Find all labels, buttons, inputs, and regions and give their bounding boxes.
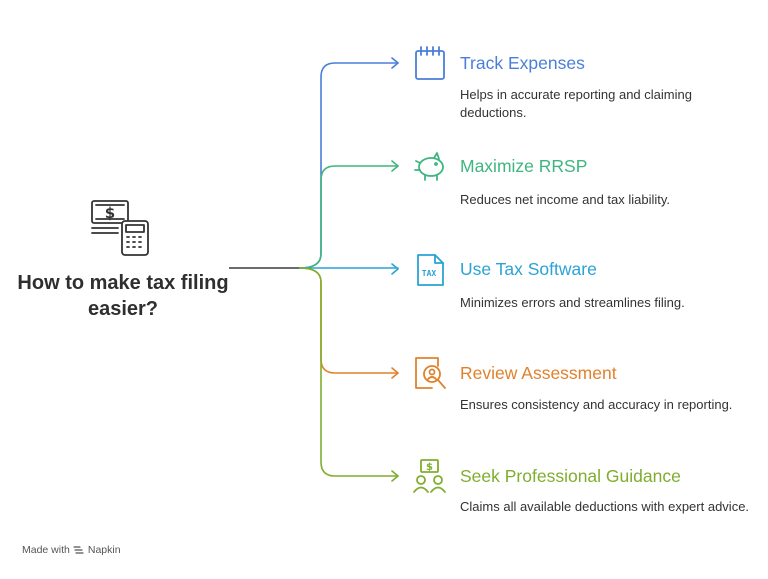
item-desc-seek-professional-guidance: Claims all available deductions with exp… <box>460 499 750 514</box>
item-title-use-tax-software: Use Tax Software <box>460 259 597 279</box>
footer-made-with: Made with <box>22 544 70 556</box>
piggy-bank-icon <box>414 152 444 181</box>
connector-review-assessment <box>299 267 399 374</box>
arrowhead-maximize-rrsp <box>391 160 399 172</box>
item-title-review-assessment: Review Assessment <box>460 363 617 383</box>
connector-seek-professional-guidance <box>299 267 399 477</box>
item-title-maximize-rrsp: Maximize RRSP <box>460 156 588 176</box>
napkin-logo-icon <box>73 546 84 554</box>
footer-brand: Napkin <box>87 544 121 556</box>
notepad-icon <box>415 46 445 80</box>
item-desc-maximize-rrsp: Reduces net income and tax liability. <box>460 192 671 207</box>
item-desc-track-expenses: Helps in accurate reporting and claiming… <box>460 87 692 120</box>
svg-text:TAX: TAX <box>422 269 437 278</box>
magnifier-person-icon <box>415 357 446 389</box>
svg-text:$: $ <box>105 204 115 222</box>
item-desc-review-assessment: Ensures consistency and accuracy in repo… <box>460 397 733 412</box>
item-title-seek-professional-guidance: Seek Professional Guidance <box>460 466 681 486</box>
advisor-icon: $ <box>413 459 446 493</box>
svg-text:$: $ <box>426 462 433 473</box>
arrowhead-use-tax-software <box>391 263 399 275</box>
footer: Made with Napkin <box>22 544 121 556</box>
central-title: How to make tax filing easier? <box>17 272 229 320</box>
money-calculator-icon: $ <box>91 200 149 256</box>
arrowhead-review-assessment <box>391 367 399 379</box>
arrowhead-seek-professional-guidance <box>391 470 399 482</box>
item-title-track-expenses: Track Expenses <box>460 53 585 73</box>
item-desc-use-tax-software: Minimizes errors and streamlines filing. <box>460 295 685 310</box>
connector-maximize-rrsp <box>299 165 399 269</box>
tax-document-icon: TAX <box>417 254 444 286</box>
arrowhead-track-expenses <box>391 57 399 69</box>
